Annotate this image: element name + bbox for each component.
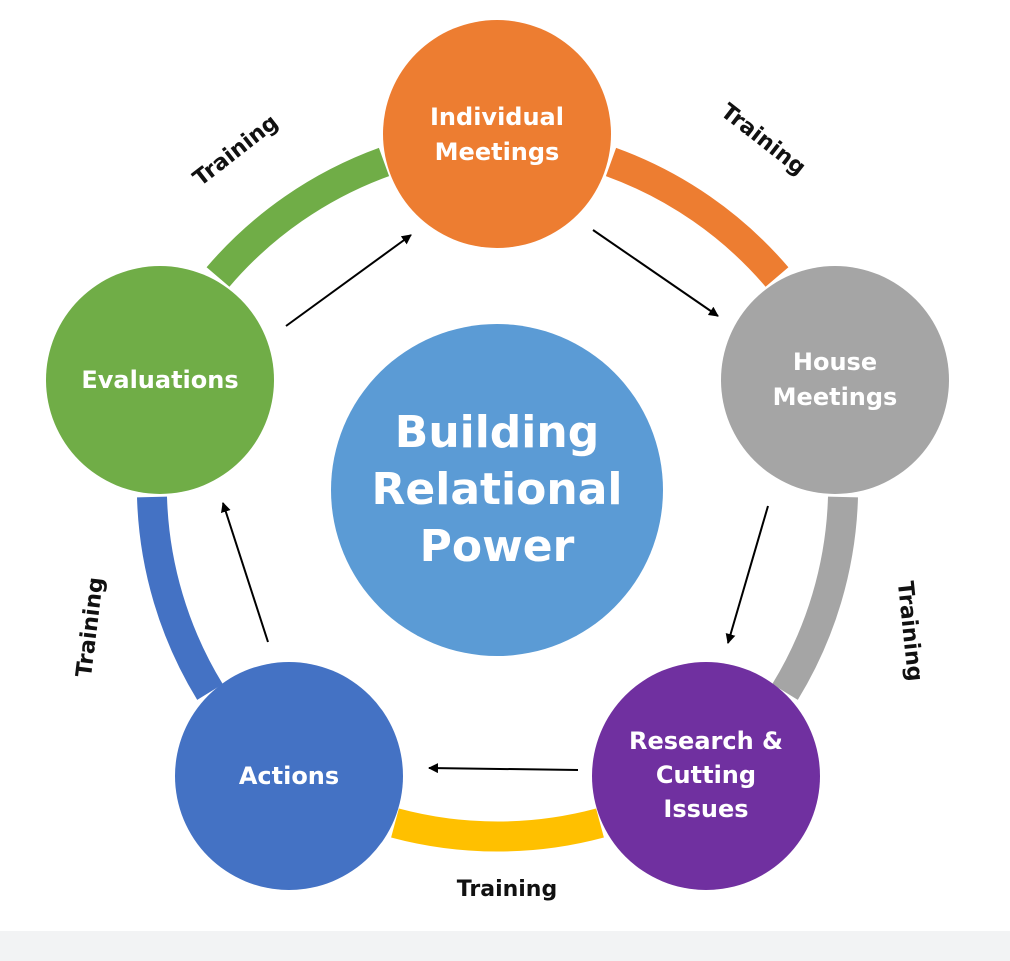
node-label-line: Research & [629, 727, 783, 755]
arrow-evaluations-to-individual [285, 234, 412, 327]
training-label: Training [72, 576, 109, 679]
node-individual-meetings: Individual Meetings [383, 20, 611, 248]
arc-actions-to-evaluations [137, 496, 223, 700]
arc-house-to-research [772, 496, 858, 700]
arrow-research-to-actions [428, 763, 579, 774]
arc-individual-to-house [605, 147, 789, 287]
arrow-individual-to-house [592, 229, 719, 317]
center-title-line: Relational [372, 464, 623, 515]
training-label: Training [457, 877, 557, 902]
ring-arcs [137, 147, 858, 852]
node-circle [721, 266, 949, 494]
node-label-line: Cutting [656, 761, 756, 789]
flow-arrows [221, 229, 769, 774]
arc-evaluations-to-individual [206, 147, 390, 287]
node-house-meetings: House Meetings [721, 266, 949, 494]
center-circle [331, 324, 663, 656]
cycle-diagram: Training Training Training Training Trai… [46, 20, 949, 902]
node-circle [592, 662, 820, 890]
node-label-line: Evaluations [81, 366, 238, 394]
training-label: Training [892, 580, 927, 683]
node-actions: Actions [175, 662, 403, 890]
arc-research-to-actions [391, 808, 604, 852]
node-label-line: House [793, 348, 877, 376]
node-evaluations: Evaluations [46, 266, 274, 494]
arrow-actions-to-evaluations [221, 502, 269, 643]
center-title-line: Building [395, 407, 599, 458]
node-label-line: Individual [430, 103, 564, 131]
node-label-line: Actions [239, 762, 339, 790]
node-circle [46, 266, 274, 494]
bottom-strip [0, 931, 1010, 961]
arrow-house-to-research [725, 505, 769, 644]
node-label-line: Issues [663, 795, 748, 823]
node-label-line: Meetings [435, 138, 560, 166]
node-label-line: Meetings [773, 383, 898, 411]
node-research-cutting-issues: Research & Cutting Issues [592, 662, 820, 890]
training-label: Training [189, 110, 284, 192]
training-label: Training [716, 99, 811, 181]
center-title-line: Power [420, 521, 575, 572]
center-hub: Building Relational Power [331, 324, 663, 656]
node-circle [175, 662, 403, 890]
node-circle [383, 20, 611, 248]
